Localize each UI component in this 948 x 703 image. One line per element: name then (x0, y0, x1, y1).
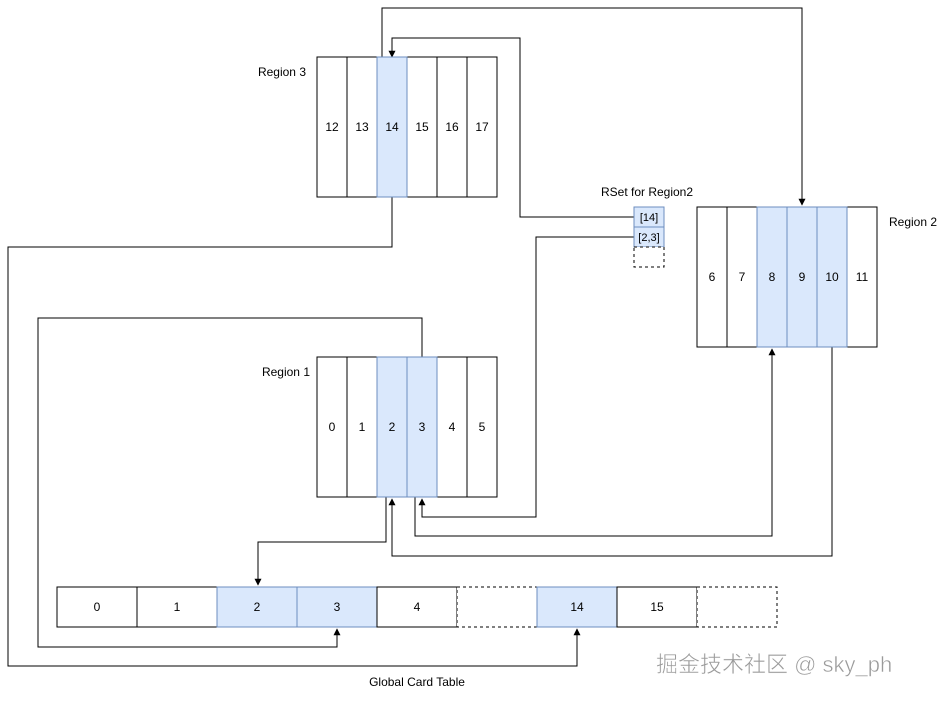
region-1-card-5 (466, 356, 498, 498)
region-3-card-label: 15 (415, 120, 429, 134)
connector-r3-14-to-gct-14 (7, 197, 581, 667)
global-card-4 (376, 586, 458, 628)
region-2-card-label: 10 (825, 270, 839, 284)
region-3-cards: 12 13 14 15 16 17 (316, 56, 498, 198)
global-card-label: 4 (414, 600, 421, 614)
region-1-card-label: 0 (329, 420, 336, 434)
global-card-label: 1 (174, 600, 181, 614)
global-card-empty (696, 586, 778, 628)
rset-entry-label: [14] (640, 212, 658, 224)
global-card-table: 0 1 2 3 4 14 15 (56, 586, 778, 628)
global-card-15 (616, 586, 698, 628)
connector-r2-10-to-r1-2 (388, 347, 833, 557)
region-1-cards: 0 1 2 3 4 5 (316, 356, 498, 498)
region-2-cards: 6 7 8 9 10 11 (696, 206, 878, 348)
region-3-card-label: 16 (445, 120, 459, 134)
global-card-label: 15 (650, 600, 664, 614)
region-1-card-highlight-outline (406, 356, 438, 498)
region-3-card-label: 12 (325, 120, 339, 134)
region-1-card-label: 3 (419, 420, 426, 434)
region-3-label: Region 3 (258, 65, 306, 79)
connector-r1-3-to-gct-3 (37, 317, 423, 648)
global-card-label: 14 (570, 600, 584, 614)
global-card-label: 3 (334, 600, 341, 614)
region-1-card-label: 2 (389, 420, 396, 434)
region-1-card-3 (406, 356, 438, 498)
region-1-label: Region 1 (262, 365, 310, 379)
region-2-card-highlight-outline (816, 206, 848, 348)
global-card-2 (216, 586, 298, 628)
global-card-0 (56, 586, 138, 628)
region-1-card-label: 5 (479, 420, 486, 434)
region-2-card-8 (756, 206, 788, 348)
region-2-card-label: 8 (769, 270, 776, 284)
region-2-label: Region 2 (889, 215, 937, 229)
watermark: 掘金技术社区 @ sky_ph (656, 652, 892, 677)
region-3-card-highlight-outline (376, 56, 408, 198)
region-1-card-label: 1 (359, 420, 366, 434)
connector-r1-3-to-r2-8 (414, 348, 776, 537)
connector-r1-2-to-gct-2 (254, 497, 387, 586)
region-3-card-label: 14 (385, 120, 399, 134)
connector-rset-14-to-r3-14 (388, 37, 634, 218)
global-card-3 (296, 586, 378, 628)
rset-region2: [14] [2,3] (633, 206, 665, 268)
region-2-card-label: 6 (709, 270, 716, 284)
region-2-card-label: 11 (856, 270, 869, 284)
connector-rset-23-to-r1-3 (418, 236, 634, 518)
connectors (7, 7, 833, 667)
rset-entry-label: [2,3] (638, 232, 659, 244)
region-3-card-label: 13 (355, 120, 369, 134)
global-card-empty (456, 586, 538, 628)
region-1-card-2 (376, 356, 408, 498)
rset-title: RSet for Region2 (601, 185, 693, 199)
region-2-card-label: 7 (739, 270, 746, 284)
rset-entry (633, 246, 665, 268)
region-3-card-label: 17 (475, 120, 489, 134)
global-card-table-label: Global Card Table (369, 675, 465, 689)
global-card-label: 2 (254, 600, 261, 614)
global-card-label: 0 (94, 600, 101, 614)
connector-r3-14-to-r2-9 (381, 7, 806, 206)
region-1-card-label: 4 (449, 420, 456, 434)
region-2-card-label: 9 (799, 270, 806, 284)
